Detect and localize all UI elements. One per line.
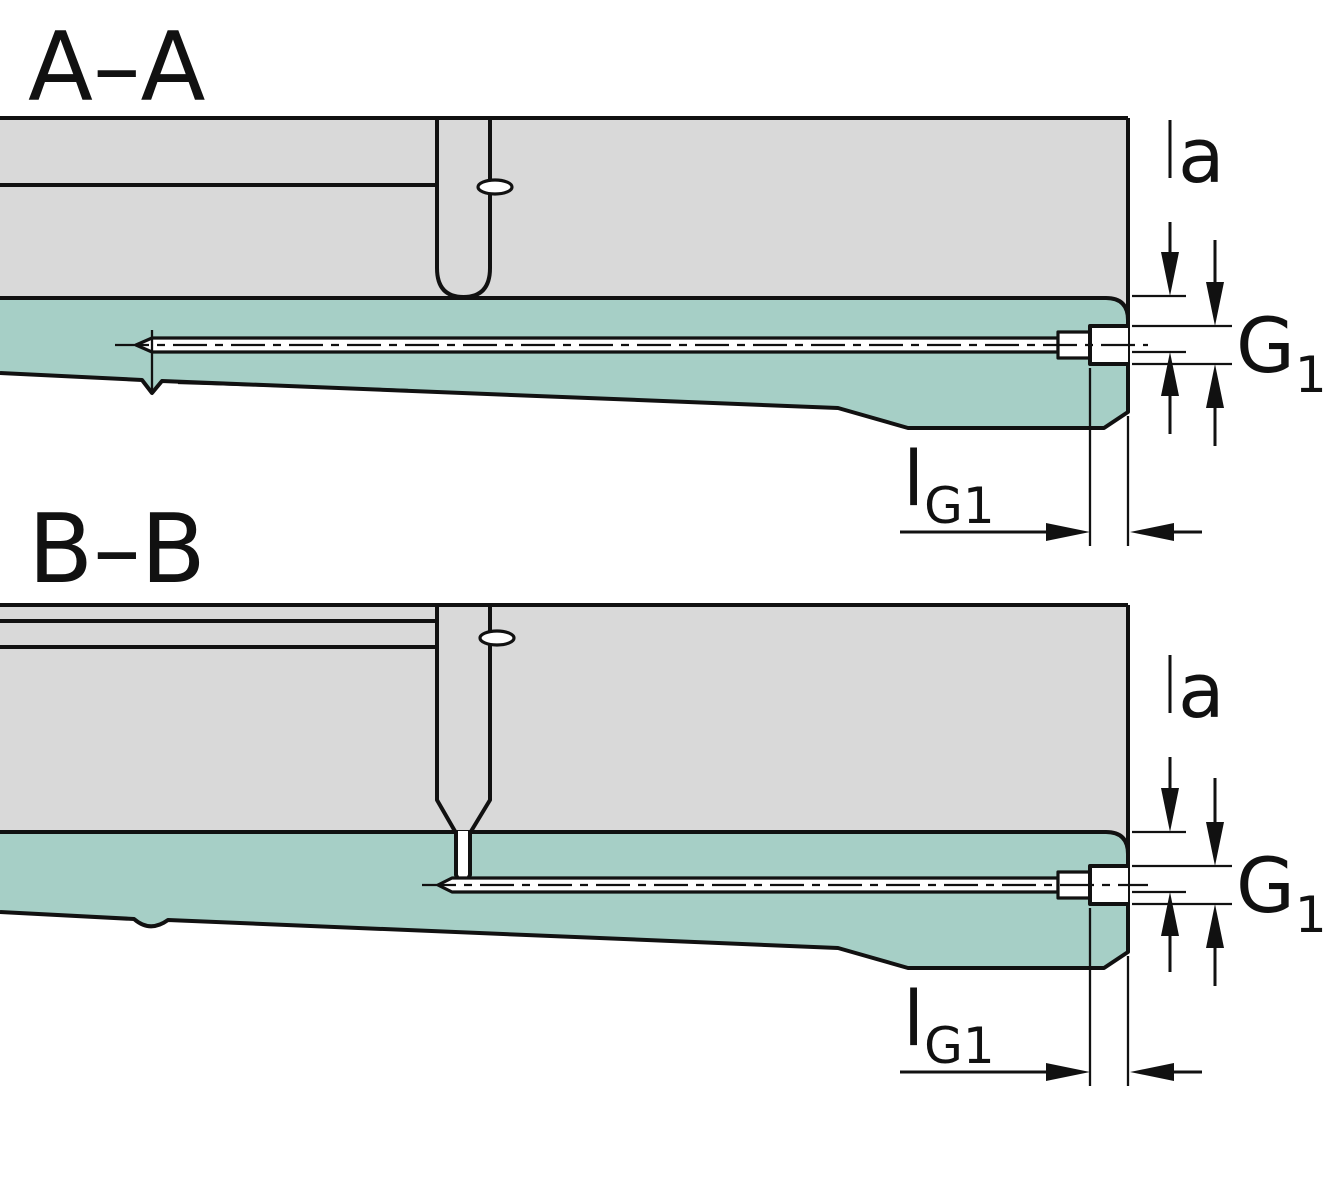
dim-lg1-arrow-left <box>1130 523 1174 541</box>
view-a-title: A–A <box>28 13 205 123</box>
dim-lg1-label-base: l <box>903 974 924 1063</box>
dim-g1-arrow-up <box>1206 904 1224 948</box>
vertical-slot-right-wall <box>468 605 492 835</box>
vertical-nozzle <box>456 831 470 889</box>
gray-body <box>0 605 1128 856</box>
set-screw-hole <box>476 178 514 196</box>
vertical-slot-left-wall <box>435 605 458 834</box>
dim-lg1-arrow-left <box>1130 1063 1174 1081</box>
dim-a-label: a <box>1178 646 1225 735</box>
dim-g1-label-sub: 1 <box>1295 886 1327 944</box>
dim-lg1-arrow-right <box>1046 1063 1090 1081</box>
view-a-a: A–A <box>0 13 1327 546</box>
dim-g1-label-base: G <box>1236 301 1295 390</box>
view-b-dimensions: a G1 lG1 <box>900 646 1327 1086</box>
dim-g1-arrow-down <box>1206 282 1224 326</box>
dim-lg1-label: lG1 <box>903 974 995 1075</box>
dim-g1-label: G1 <box>1236 301 1327 404</box>
dim-lg1-arrow-right <box>1046 523 1090 541</box>
dim-a-label: a <box>1178 111 1225 200</box>
teal-section <box>0 296 1130 430</box>
view-a-dimensions: a G1 lG1 <box>900 111 1327 546</box>
dim-g1-label: G1 <box>1236 841 1327 944</box>
dim-g1-label-sub: 1 <box>1295 346 1327 404</box>
view-b-b: B–B <box>0 495 1327 1086</box>
dim-a-arrow-up <box>1161 892 1179 936</box>
coolant-channel <box>436 876 1060 894</box>
dim-g1-arrow-up <box>1206 364 1224 408</box>
view-b-part <box>0 603 1148 970</box>
dim-a-arrow-down <box>1161 788 1179 832</box>
dim-g1-label-base: G <box>1236 841 1295 930</box>
dim-lg1-label-sub: G1 <box>924 1017 995 1075</box>
gray-body <box>0 118 1128 322</box>
dim-lg1-label: lG1 <box>903 434 995 535</box>
internal-edge <box>177 381 409 392</box>
dim-lg1-label-sub: G1 <box>924 477 995 535</box>
teal-section <box>0 830 1130 970</box>
dim-a-arrow-down <box>1161 252 1179 296</box>
view-b-title: B–B <box>28 495 206 605</box>
set-screw-hole <box>478 629 516 647</box>
dim-a-arrow-up <box>1161 352 1179 396</box>
dim-g1-arrow-down <box>1206 822 1224 866</box>
view-a-part <box>0 116 1148 430</box>
dim-lg1-label-base: l <box>903 434 924 523</box>
vertical-slot <box>435 118 492 299</box>
